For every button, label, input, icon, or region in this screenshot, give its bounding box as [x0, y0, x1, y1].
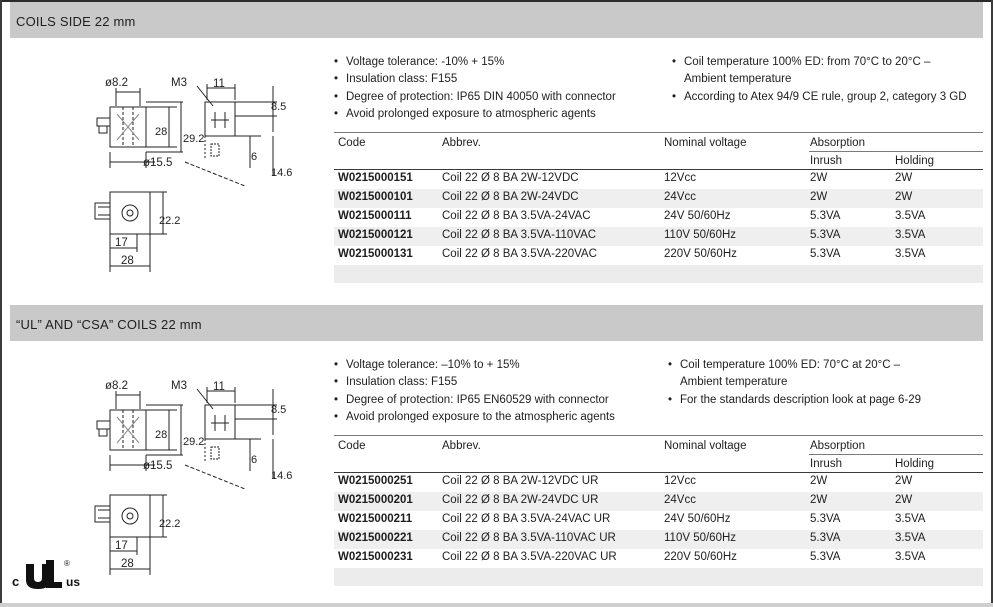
spec-item: •Degree of protection: IP65 EN60529 with… [334, 394, 609, 406]
spec-item: •Voltage tolerance: -10% + 15% [334, 56, 505, 68]
table-row: W0215000131 Coil 22 Ø 8 BA 3.5VA-220VAC … [334, 246, 983, 265]
table-row: W0215000221 Coil 22 Ø 8 BA 3.5VA-110VAC … [334, 530, 983, 549]
col-holding: Holding [895, 458, 934, 470]
dim-bore-diameter: ø8.2 [105, 380, 128, 392]
cert-us-mark: us [66, 575, 80, 589]
table-header: Code Abbrev. Nominal voltage Absorption … [334, 132, 983, 171]
coil-terminal [96, 117, 111, 127]
table-row: W0215000231 Coil 22 Ø 8 BA 3.5VA-220VAC … [334, 549, 983, 568]
section-title: COILS SIDE 22 mm [16, 14, 136, 29]
col-absorption: Absorption [810, 137, 865, 149]
dim-height-29-2: 29.2 [183, 436, 204, 448]
coil-bottom-outline [109, 191, 151, 235]
section-header: COILS SIDE 22 mm [10, 2, 983, 38]
col-inrush: Inrush [810, 458, 842, 470]
coil-technical-drawing: ø8.2 M3 11 28 29.2 8.5 6 14.6 ø15.5 22.2… [94, 380, 292, 575]
bottom-rule [0, 603, 993, 607]
table-header: Code Abbrev. Nominal voltage Absorption … [334, 435, 983, 474]
ur-r-shape [46, 560, 62, 588]
dim-8-5: 8.5 [271, 404, 286, 416]
specifications: •Voltage tolerance: -10% + 15% •Insulati… [334, 54, 984, 124]
dim-width-11: 11 [213, 78, 225, 90]
table-footer-band [334, 265, 983, 283]
coil-terminal [96, 420, 111, 430]
dim-width-28: 28 [121, 558, 134, 570]
left-edge [0, 0, 2, 607]
col-inrush: Inrush [810, 155, 842, 167]
ul-csa-coil-table: Code Abbrev. Nominal voltage Absorption … [334, 435, 983, 590]
table-row: W0215000251 Coil 22 Ø 8 BA 2W-12VDC UR 1… [334, 473, 983, 492]
dim-width-11: 11 [213, 381, 225, 393]
col-abbrev: Abbrev. [442, 440, 481, 452]
connector-outline [204, 404, 236, 440]
col-voltage: Nominal voltage [664, 137, 747, 149]
dim-bore-diameter: ø8.2 [105, 77, 128, 89]
specifications: •Voltage tolerance: –10% to + 15% •Insul… [334, 357, 984, 427]
col-code: Code [338, 440, 366, 452]
col-code: Code [338, 137, 366, 149]
dim-height-22-2: 22.2 [159, 215, 180, 227]
dim-height-28: 28 [155, 126, 167, 138]
table-row: W0215000151 Coil 22 Ø 8 BA 2W-12VDC 12Vc… [334, 170, 983, 189]
col-voltage: Nominal voltage [664, 440, 747, 452]
dim-thread: M3 [171, 380, 187, 392]
spec-item-continued: Ambient temperature [680, 376, 788, 388]
dim-14-6: 14.6 [271, 167, 292, 179]
dim-width-28: 28 [121, 255, 134, 267]
dim-body-diameter: ø15.5 [143, 460, 172, 472]
coil-table: Code Abbrev. Nominal voltage Absorption … [334, 132, 983, 287]
coil-body-outline [109, 106, 147, 148]
spec-item: •According to Atex 94/9 CE rule, group 2… [672, 91, 967, 103]
ur-u-shape [26, 564, 50, 589]
col-abbrev: Abbrev. [442, 137, 481, 149]
spec-item: •Coil temperature 100% ED: from 70°C to … [672, 56, 931, 68]
section-header: “UL” AND “CSA” COILS 22 mm [10, 305, 983, 341]
ul-certification-logo: c ® us [12, 559, 80, 589]
dim-height-22-2: 22.2 [159, 518, 180, 530]
dim-6: 6 [251, 454, 257, 466]
spec-item: •Avoid prolonged exposure to atmospheric… [334, 108, 596, 120]
dim-6: 6 [251, 151, 257, 163]
registered-mark: ® [64, 559, 70, 568]
dim-body-diameter: ø15.5 [143, 157, 172, 169]
coil-body-outline [109, 409, 147, 451]
dim-thread: M3 [171, 77, 187, 89]
spec-item: •Degree of protection: IP65 DIN 40050 wi… [334, 91, 616, 103]
col-absorption: Absorption [810, 440, 865, 452]
dim-8-5: 8.5 [271, 101, 286, 113]
table-footer-band [334, 568, 983, 586]
coil-technical-drawing: ø8.2 M3 11 28 29.2 8.5 6 14.6 ø15.5 22.2… [94, 77, 292, 272]
table-row: W0215000201 Coil 22 Ø 8 BA 2W-24VDC UR 2… [334, 492, 983, 511]
table-row: W0215000211 Coil 22 Ø 8 BA 3.5VA-24VAC U… [334, 511, 983, 530]
table-row: W0215000111 Coil 22 Ø 8 BA 3.5VA-24VAC 2… [334, 208, 983, 227]
spec-item: •Insulation class: F155 [334, 73, 458, 85]
table-row: W0215000121 Coil 22 Ø 8 BA 3.5VA-110VAC … [334, 227, 983, 246]
table-row: W0215000101 Coil 22 Ø 8 BA 2W-24VDC 24Vc… [334, 189, 983, 208]
dim-width-17: 17 [115, 540, 128, 552]
top-rule [0, 0, 993, 2]
dim-height-28: 28 [155, 429, 167, 441]
spec-item: •Insulation class: F155 [334, 376, 458, 388]
coil-bottom-outline [109, 494, 151, 538]
spec-item-continued: Ambient temperature [684, 73, 792, 85]
dim-width-17: 17 [115, 237, 128, 249]
cert-c-mark: c [12, 574, 19, 589]
spec-item: •Avoid prolonged exposure to the atmosph… [334, 411, 615, 423]
dim-height-29-2: 29.2 [183, 133, 204, 145]
spec-item: •Voltage tolerance: –10% to + 15% [334, 359, 520, 371]
section-title: “UL” AND “CSA” COILS 22 mm [16, 317, 202, 332]
spec-item: •Coil temperature 100% ED: 70°C at 20°C … [668, 359, 901, 371]
spec-item: •For the standards description look at p… [668, 394, 922, 406]
connector-outline [204, 101, 236, 137]
right-edge [991, 0, 993, 607]
col-holding: Holding [895, 155, 934, 167]
dim-14-6: 14.6 [271, 470, 292, 482]
